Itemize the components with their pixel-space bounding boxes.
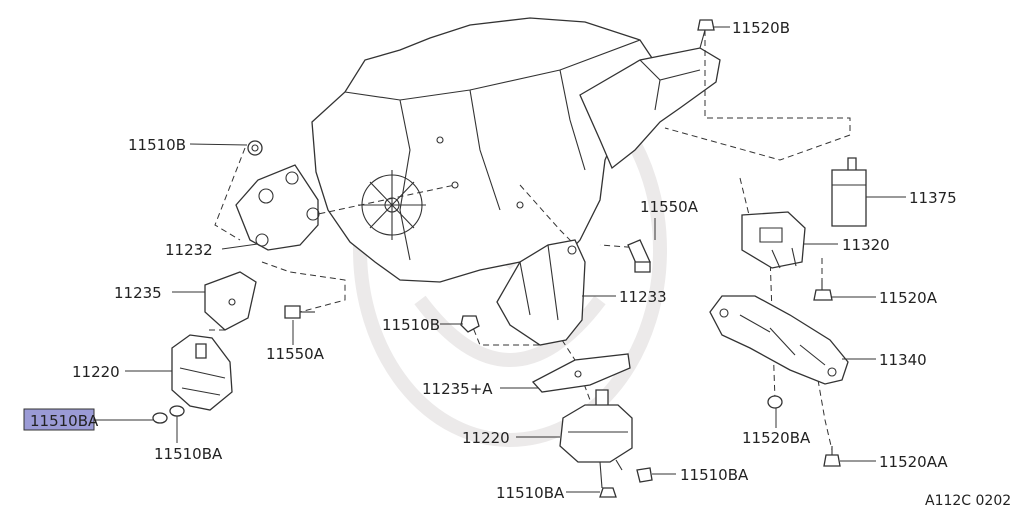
washers-11510BA-left[interactable] [152, 405, 185, 424]
label-11340[interactable]: 11340 [879, 351, 927, 369]
label-11510BA-right[interactable]: 11510BA [680, 466, 749, 484]
label-11520B[interactable]: 11520B [732, 19, 790, 37]
bolt-11520A[interactable] [813, 280, 833, 301]
label-11235[interactable]: 11235 [114, 284, 162, 302]
label-11235A[interactable]: 11235+A [422, 380, 493, 398]
label-11520A[interactable]: 11520A [879, 289, 938, 307]
label-11520AA[interactable]: 11520AA [879, 453, 948, 471]
nut-11510B-top[interactable] [247, 140, 263, 156]
label-11220-right[interactable]: 11220 [462, 429, 510, 447]
nut-11510BA-bottom[interactable] [599, 487, 617, 498]
label-11510B-mid[interactable]: 11510B [382, 316, 440, 334]
label-11510BA-selected[interactable]: 11510BA [30, 412, 99, 430]
label-11510BA-bottom[interactable]: 11510BA [496, 484, 565, 502]
nut-11510BA-right[interactable] [636, 467, 653, 483]
engine-mount-11220-left[interactable] [171, 334, 233, 411]
label-11510B-top[interactable]: 11510B [128, 136, 186, 154]
heat-shield-11235A[interactable] [531, 353, 631, 393]
bolt-11520AA[interactable] [823, 446, 841, 467]
label-11510BA-left[interactable]: 11510BA [154, 445, 223, 463]
crossmember-11340[interactable] [709, 295, 849, 385]
heat-shield-11235[interactable] [204, 271, 257, 331]
nut-11520B[interactable] [697, 19, 715, 31]
leader-lines [95, 26, 906, 493]
bolt-11550A-low[interactable] [284, 305, 315, 319]
diagram-code: A112C 0202 [925, 493, 1011, 509]
label-11550A-top[interactable]: 11550A [640, 198, 699, 216]
insulator-11320[interactable] [741, 211, 806, 269]
label-11220-left[interactable]: 11220 [72, 363, 120, 381]
engine-bracket-11232[interactable] [235, 164, 320, 251]
selected-part-highlight [23, 408, 95, 431]
damper-11375[interactable] [831, 157, 867, 227]
label-11233[interactable]: 11233 [619, 288, 667, 306]
label-11550A-low[interactable]: 11550A [266, 345, 325, 363]
nut-11510B-mid[interactable] [460, 315, 480, 333]
bolt-11550A-top[interactable] [627, 239, 651, 273]
label-11375[interactable]: 11375 [909, 189, 957, 207]
label-11320[interactable]: 11320 [842, 236, 890, 254]
label-11520BA[interactable]: 11520BA [742, 429, 811, 447]
engine-bracket-11233[interactable] [496, 239, 586, 346]
label-11232[interactable]: 11232 [165, 241, 213, 259]
washer-11520BA[interactable] [767, 395, 783, 409]
engine-mount-11220-right[interactable] [559, 389, 633, 489]
transmission [579, 29, 721, 170]
